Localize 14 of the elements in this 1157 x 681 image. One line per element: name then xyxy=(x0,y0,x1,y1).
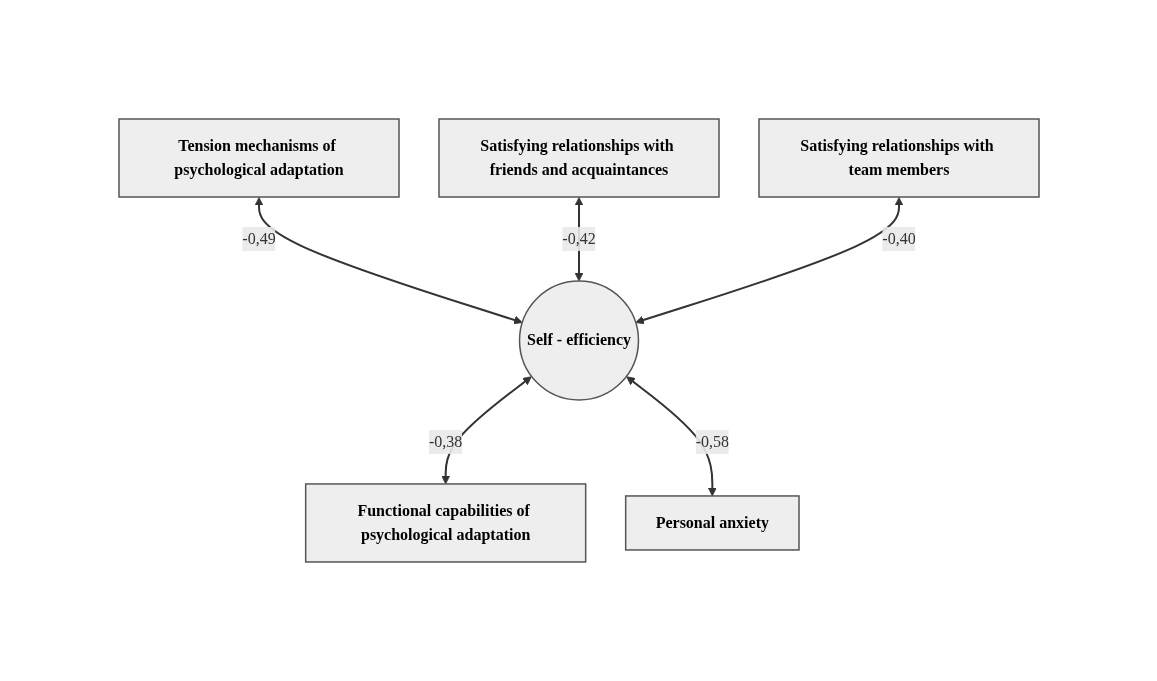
node-box: Functional capabilities of psychological adaptation xyxy=(304,483,586,563)
edge-label: -0,58 xyxy=(695,432,729,450)
arrow xyxy=(634,197,903,325)
node-box: Personal anxiety xyxy=(624,495,800,551)
node-box: Tension mechanisms of psychological adaptation xyxy=(117,118,400,198)
edge-label: -0,49 xyxy=(241,230,276,248)
node-box: Satisfying relationships with team members xyxy=(757,118,1040,198)
node-circle: Self - efficiency xyxy=(518,280,639,401)
arrow xyxy=(254,197,523,325)
node-box: Satisfying relationships with friends and acquaintances xyxy=(437,118,720,198)
edge-label: -0,40 xyxy=(881,230,916,248)
arrow xyxy=(625,376,717,497)
edge-label: -0,38 xyxy=(428,432,462,450)
edge-label: -0,42 xyxy=(561,230,596,248)
